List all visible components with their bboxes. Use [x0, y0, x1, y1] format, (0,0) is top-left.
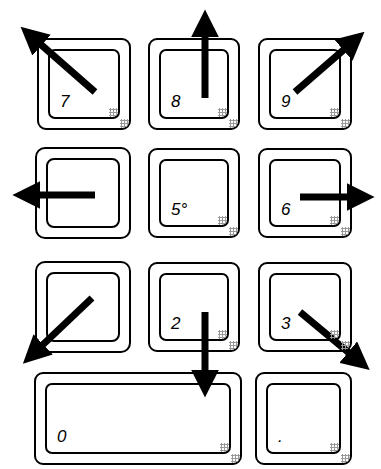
key-shading [229, 341, 238, 350]
key-shading [330, 216, 339, 225]
key-shading [109, 108, 118, 117]
key-shading [330, 108, 339, 117]
key-shading [341, 454, 350, 463]
key-cap: 7 [48, 49, 120, 119]
key-shading [120, 119, 129, 128]
key-shading [330, 443, 339, 452]
key-label: . [278, 428, 283, 445]
key-shading [341, 119, 350, 128]
key-cap: 9 [269, 49, 341, 119]
key-cap: 6 [269, 159, 341, 227]
blank-key [36, 148, 130, 352]
key-shading [341, 341, 350, 350]
keypad-key: 3 [258, 262, 352, 352]
key-shading [218, 216, 227, 225]
key-shading [229, 119, 238, 128]
keypad-key: 7 [37, 38, 131, 130]
keypad-key: 6 [258, 148, 352, 238]
key-shading [341, 227, 350, 236]
key-shading [229, 227, 238, 236]
key-label: 2 [171, 315, 180, 332]
key-shading [330, 330, 339, 339]
key-cap: 3 [269, 273, 341, 341]
key-cap: 5° [159, 159, 229, 227]
key-cap: 0 [45, 383, 231, 454]
key-label: 7 [60, 93, 69, 110]
direction-arrows [25, 22, 362, 385]
key-shading [220, 443, 229, 452]
key-cap: 2 [159, 273, 229, 341]
key-shading [218, 108, 227, 117]
keypad-key: 5° [148, 148, 240, 238]
keypad-key: 0 [34, 372, 242, 465]
key-label: 3 [281, 315, 290, 332]
key-shading [231, 454, 240, 463]
keypad-key: 8 [148, 38, 240, 130]
keypad-key: 9 [258, 38, 352, 130]
key-label: 8 [171, 93, 180, 110]
key-label: 9 [281, 93, 290, 110]
key-label: 6 [281, 201, 290, 218]
keypad-key: 2 [148, 262, 240, 352]
key-cap: 8 [159, 49, 229, 119]
key-label: 5° [171, 201, 187, 218]
keypad-key: . [255, 372, 352, 465]
key-label: 0 [57, 428, 66, 445]
key-shading [218, 330, 227, 339]
key-cap: . [266, 383, 341, 454]
